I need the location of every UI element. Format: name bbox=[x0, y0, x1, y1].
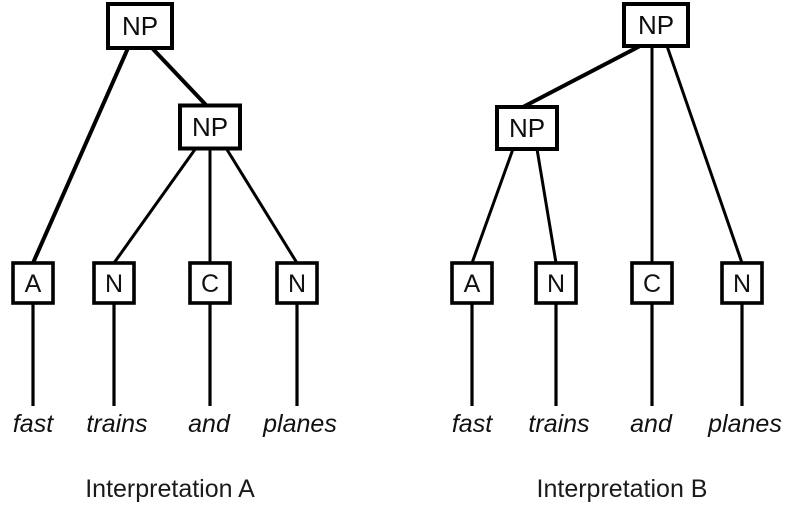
tree-interpretation-b: NP NP A N C N fast bbox=[450, 2, 782, 503]
node-pos-adjective-box bbox=[450, 261, 494, 305]
node-pos-noun-2-label: N bbox=[733, 270, 751, 298]
word-fast: fast bbox=[13, 410, 54, 438]
node-np-root[interactable]: NP bbox=[106, 2, 174, 50]
node-np-inner[interactable]: NP bbox=[495, 105, 559, 151]
node-np-root-label: NP bbox=[638, 10, 674, 40]
edge-root-to-noun-2 bbox=[665, 45, 744, 264]
node-pos-noun-2-box bbox=[720, 261, 764, 305]
node-np-inner-label: NP bbox=[192, 112, 228, 142]
node-pos-adjective[interactable]: A bbox=[11, 261, 55, 305]
word-planes: planes bbox=[707, 410, 782, 438]
node-pos-noun-1-label: N bbox=[105, 270, 123, 298]
node-pos-noun-1-box bbox=[92, 261, 136, 305]
tree-b-edges bbox=[470, 44, 744, 264]
node-pos-conjunction-box bbox=[630, 261, 674, 305]
tree-b-words: fast trains and planes bbox=[452, 410, 782, 438]
tree-a-word-stems bbox=[31, 303, 299, 406]
node-np-inner-box bbox=[495, 105, 559, 151]
node-pos-conjunction[interactable]: C bbox=[630, 261, 674, 305]
edge-inner-np-to-noun-1 bbox=[112, 147, 198, 264]
node-np-root[interactable]: NP bbox=[622, 2, 690, 48]
word-trains: trains bbox=[528, 410, 589, 438]
node-pos-noun-2[interactable]: N bbox=[275, 261, 319, 305]
node-pos-noun-1-box bbox=[534, 261, 578, 305]
word-and: and bbox=[630, 410, 673, 438]
tree-a-nodes: NP NP A N C N bbox=[11, 2, 319, 305]
tree-b-nodes: NP NP A N C N bbox=[450, 2, 764, 305]
word-planes: planes bbox=[262, 410, 337, 438]
tree-b-word-stems bbox=[470, 303, 744, 406]
node-pos-adjective[interactable]: A bbox=[450, 261, 494, 305]
tree-a-edges bbox=[31, 46, 299, 264]
node-np-inner-box bbox=[178, 103, 242, 151]
caption-interpretation-a: Interpretation A bbox=[85, 475, 255, 503]
node-np-root-box bbox=[106, 2, 174, 50]
edge-root-to-adjective bbox=[31, 47, 130, 264]
node-pos-noun-1[interactable]: N bbox=[534, 261, 578, 305]
node-pos-conjunction-box bbox=[188, 261, 232, 305]
node-np-root-box bbox=[622, 2, 690, 48]
node-pos-conjunction[interactable]: C bbox=[188, 261, 232, 305]
node-pos-conjunction-label: C bbox=[201, 270, 219, 298]
node-pos-noun-2[interactable]: N bbox=[720, 261, 764, 305]
node-pos-noun-1[interactable]: N bbox=[92, 261, 136, 305]
node-pos-noun-2-box bbox=[275, 261, 319, 305]
word-and: and bbox=[188, 410, 231, 438]
word-fast: fast bbox=[452, 410, 493, 438]
edge-inner-np-to-noun-2 bbox=[224, 147, 299, 264]
edge-root-to-inner-np bbox=[150, 46, 208, 107]
tree-interpretation-a: NP NP A N C N fa bbox=[11, 2, 337, 503]
edge-inner-np-to-adjective bbox=[470, 148, 515, 264]
caption-interpretation-b: Interpretation B bbox=[537, 475, 708, 503]
node-pos-noun-1-label: N bbox=[547, 270, 565, 298]
node-np-inner-label: NP bbox=[509, 113, 545, 143]
node-pos-adjective-box bbox=[11, 261, 55, 305]
word-trains: trains bbox=[86, 410, 147, 438]
node-np-root-label: NP bbox=[122, 11, 158, 41]
node-pos-conjunction-label: C bbox=[643, 270, 661, 298]
node-pos-adjective-label: A bbox=[464, 270, 481, 298]
edge-root-to-inner-np bbox=[522, 44, 641, 109]
node-pos-adjective-label: A bbox=[25, 270, 42, 298]
tree-a-words: fast trains and planes bbox=[13, 410, 337, 438]
node-pos-noun-2-label: N bbox=[288, 270, 306, 298]
node-np-inner[interactable]: NP bbox=[178, 103, 242, 151]
edge-inner-np-to-noun-1 bbox=[535, 148, 558, 264]
